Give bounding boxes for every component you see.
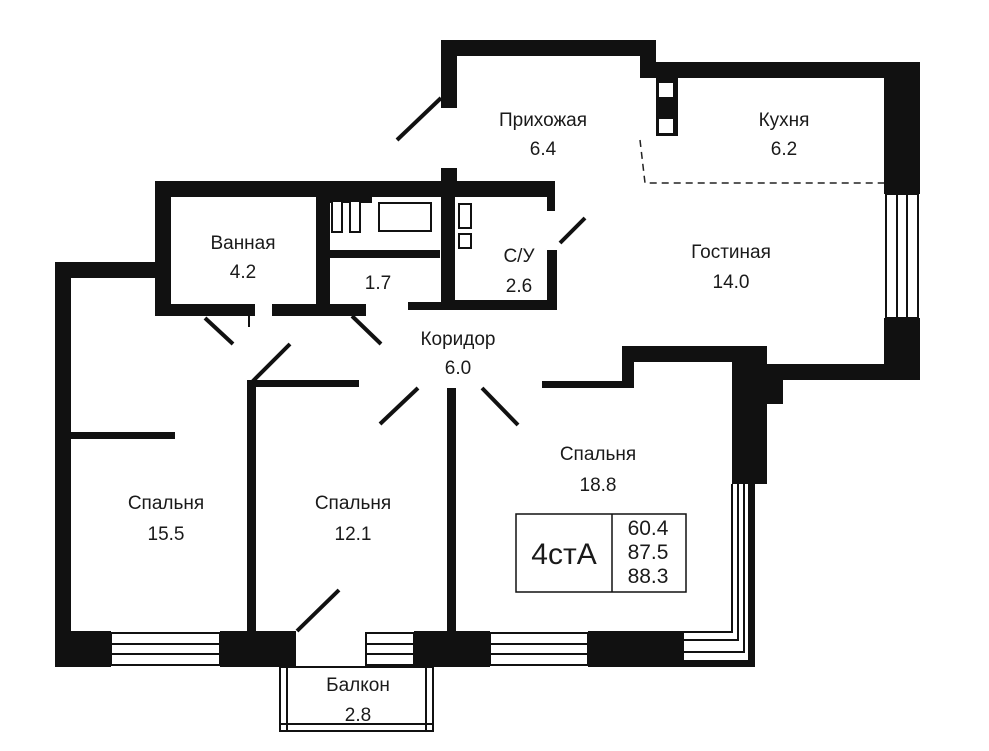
room-kukhnya-name: Кухня [759, 110, 810, 131]
room-spalnya-right-name: Спальня [560, 444, 636, 465]
room-spalnya-left-area: 15.5 [148, 524, 185, 545]
apartment-area-total: 87.5 [628, 541, 669, 564]
shafts [331, 81, 675, 249]
apartment-area-living: 60.4 [628, 517, 669, 540]
room-gostinaya-area: 14.0 [713, 272, 750, 293]
room-spalnya-right-area: 18.8 [580, 475, 617, 496]
room-kukhnya-area: 6.2 [771, 139, 797, 160]
room-su-name: С/У [503, 246, 535, 267]
doors [203, 96, 587, 633]
room-gostinaya-name: Гостиная [691, 242, 771, 263]
room-koridor-area: 6.0 [445, 358, 471, 379]
room-su-area: 2.6 [506, 276, 532, 297]
room-balkon-name: Балкон [326, 675, 390, 696]
room-labels: Прихожая 6.4 Кухня 6.2 Ванная 4.2 1.7 С/… [128, 110, 810, 726]
room-prikhozhaya-name: Прихожая [499, 110, 587, 131]
apartment-code: 4стА [531, 538, 596, 571]
walls [55, 40, 920, 667]
room-storage-area: 1.7 [365, 273, 391, 294]
room-spalnya-mid-area: 12.1 [335, 524, 372, 545]
room-vannaya-name: Ванная [210, 233, 275, 254]
room-spalnya-left-name: Спальня [128, 493, 204, 514]
windows [110, 193, 919, 666]
room-prikhozhaya-area: 6.4 [530, 139, 557, 160]
room-vannaya-area: 4.2 [230, 262, 256, 283]
room-balkon-area: 2.8 [345, 705, 371, 726]
apartment-info-box: 4стА 60.4 87.5 88.3 [515, 513, 687, 593]
balcony [279, 666, 434, 732]
apartment-area-full: 88.3 [628, 565, 669, 588]
room-spalnya-mid-name: Спальня [315, 493, 391, 514]
kitchen-boundary [639, 139, 884, 184]
room-koridor-name: Коридор [420, 329, 495, 350]
